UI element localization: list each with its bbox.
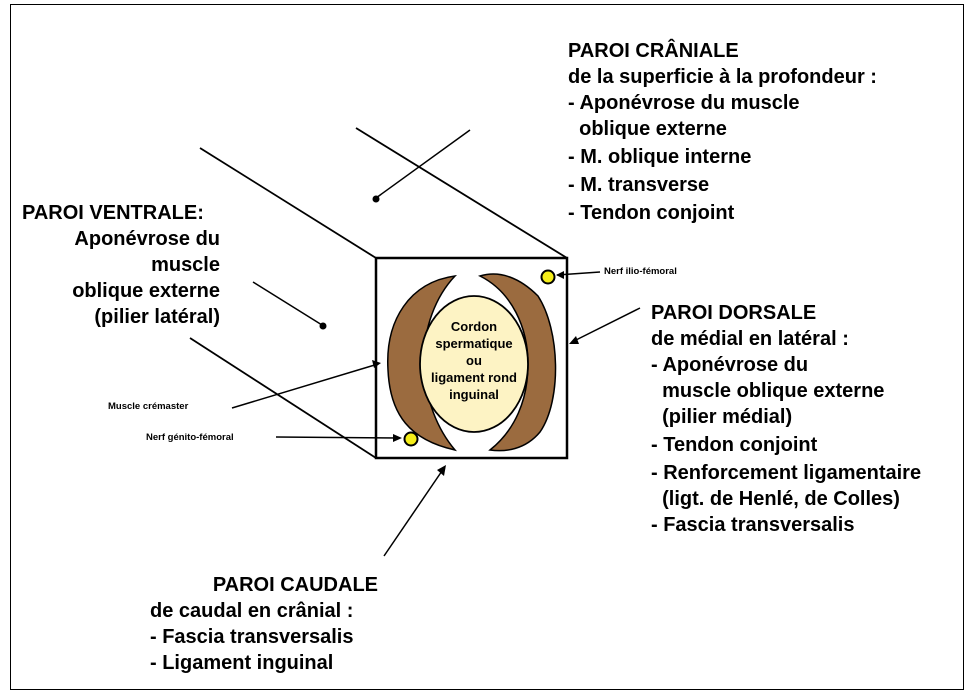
caudal-wall-title: PAROI CAUDALE — [212, 574, 378, 596]
cord-label: Cordon spermatique ou ligament rond ingu… — [420, 318, 528, 403]
cremaster-label: Muscle crémaster — [108, 401, 189, 412]
ilio-femoral-pointer — [556, 271, 601, 276]
ilio-femoral-label: Nerf ilio-fémoral — [604, 266, 677, 277]
ventral-wall-line: Aponévrose du — [74, 228, 220, 250]
genito-femoral-label: Nerf génito-fémoral — [146, 432, 234, 443]
caudal-pointer — [383, 467, 445, 557]
ventral-wall-line: oblique externe — [72, 280, 220, 302]
caudal-wall-item: - Fascia transversalis — [150, 626, 354, 648]
canal-box — [374, 256, 569, 460]
dorsal-wall-item: (pilier médial) — [651, 406, 793, 428]
dorsal-wall-item: (ligt. de Henlé, de Colles) — [651, 488, 900, 510]
ventral-wall-title: PAROI VENTRALE: — [22, 202, 204, 224]
caudal-arrowhead — [437, 465, 446, 476]
cranial-wall-item: oblique externe — [568, 118, 727, 140]
cord-label-line: ligament rond — [431, 370, 517, 385]
cranial-wall-item: - Aponévrose du muscle — [568, 92, 800, 114]
perspective-line-right — [355, 127, 568, 259]
cord-label-line: spermatique — [435, 336, 513, 351]
ventral-wall-line: (pilier latéral) — [94, 306, 220, 328]
cranial-wall-item: - Tendon conjoint — [568, 202, 735, 224]
cord-label-line: Cordon — [450, 319, 498, 334]
cranial-wall-item: - M. oblique interne — [568, 146, 752, 168]
dorsal-pointer — [571, 307, 641, 343]
spermatic-cord — [419, 295, 529, 433]
ventral-wall-line: muscle — [151, 254, 220, 276]
dorsal-wall-item: - Renforcement ligamentaire — [651, 462, 922, 484]
cranial-wall-subtitle: de la superficie à la profondeur : — [568, 66, 877, 88]
cord-label-line: ou — [466, 353, 482, 368]
genito-femoral-nerve — [403, 431, 419, 447]
cranial-pointer — [375, 129, 471, 199]
cranial-pointer-dot — [372, 195, 380, 203]
dorsal-wall-item: - Tendon conjoint — [651, 434, 818, 456]
caudal-wall-subtitle: de caudal en crânial : — [150, 600, 354, 622]
dorsal-arrowhead — [569, 336, 579, 344]
ventral-pointer — [252, 281, 323, 326]
cremaster-arrowhead — [372, 360, 381, 368]
dorsal-wall-item: - Aponévrose du — [651, 354, 809, 376]
dorsal-wall-item: muscle oblique externe — [651, 380, 885, 402]
cremaster-pointer — [231, 363, 379, 409]
perspective-line-left — [199, 147, 377, 259]
dorsal-wall-subtitle: de médial en latéral : — [651, 328, 849, 350]
cord-label-line: inguinal — [449, 387, 499, 402]
genito-femoral-arrowhead — [393, 434, 402, 442]
ventral-pointer-dot — [319, 322, 327, 330]
ilio-femoral-nerve — [540, 269, 556, 285]
dorsal-wall-item: - Fascia transversalis — [651, 514, 855, 536]
cranial-wall-title: PAROI CRÂNIALE — [568, 40, 739, 62]
caudal-wall-item: - Ligament inguinal — [150, 652, 334, 674]
ilio-femoral-arrowhead — [556, 271, 564, 279]
genito-femoral-pointer — [275, 436, 400, 439]
cranial-wall-item: - M. transverse — [568, 174, 710, 196]
dorsal-wall-title: PAROI DORSALE — [651, 302, 817, 324]
